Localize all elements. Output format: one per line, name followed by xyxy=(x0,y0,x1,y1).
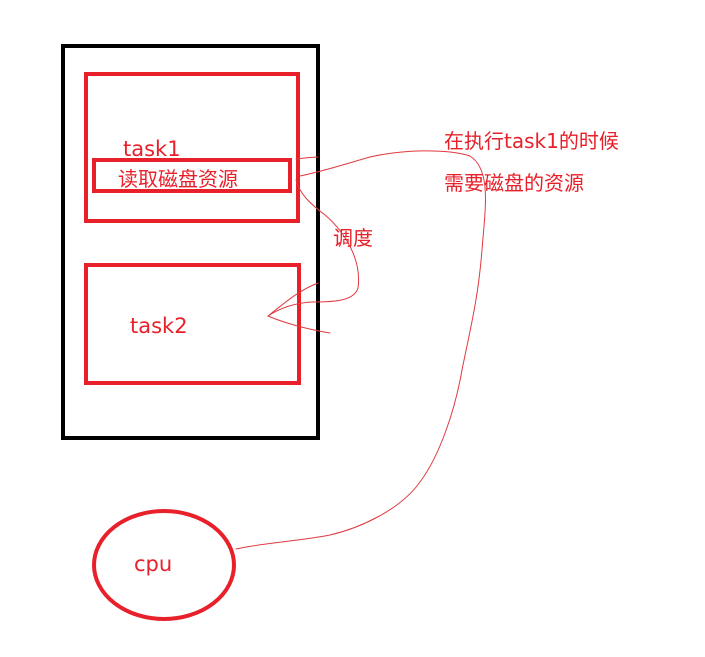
schedule-arrow xyxy=(266,156,360,334)
read-disk-box xyxy=(92,158,292,193)
task1-label: task1 xyxy=(123,137,181,161)
task1-box xyxy=(84,72,300,223)
task2-label: task2 xyxy=(130,314,188,338)
cpu-connector xyxy=(235,150,486,550)
process-box xyxy=(61,44,320,440)
cpu-label: cpu xyxy=(134,552,173,576)
note-line-1: 在执行task1的时候 xyxy=(444,129,619,153)
note-line-2: 需要磁盘的资源 xyxy=(444,171,584,195)
schedule-label: 调度 xyxy=(333,226,373,250)
task2-box xyxy=(84,263,301,385)
cpu-ellipse xyxy=(92,509,236,621)
read-disk-label: 读取磁盘资源 xyxy=(118,167,238,191)
